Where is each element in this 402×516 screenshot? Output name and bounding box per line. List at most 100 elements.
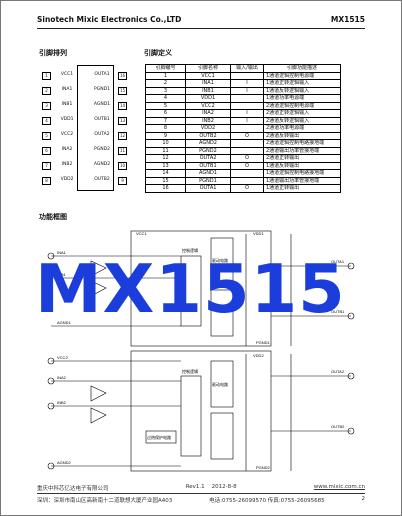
table-cell: 13 — [145, 161, 186, 170]
table-cell: OUTA2 — [185, 154, 231, 163]
table-cell: I — [230, 86, 264, 95]
channel1-box — [130, 230, 272, 347]
pin-number: 3 — [42, 102, 51, 110]
pin-right: 12 OUTA2 — [94, 131, 152, 140]
label-ina2: INA2 — [57, 375, 67, 380]
pin-number: 6 — [42, 147, 51, 155]
pin-label: PGND2 — [94, 147, 110, 152]
table-cell: 10 — [145, 139, 186, 148]
table-cell: 2通道逻辑控制电源端 — [263, 101, 341, 110]
table-cell: 5 — [145, 101, 186, 110]
page-number: 2 — [361, 496, 366, 502]
label-inb2: INB2 — [57, 400, 67, 405]
label-outb2: OUTB2 — [331, 424, 345, 429]
label-agnd1: AGND1 — [57, 320, 72, 325]
table-cell: 1通道反转输出 — [263, 161, 341, 170]
pin-number: 12 — [118, 132, 127, 140]
pin-label: VDD2 — [60, 177, 74, 182]
table-cell: 6 — [145, 109, 186, 118]
drive1b-block — [210, 289, 234, 337]
table-cell: AGND2 — [185, 139, 231, 148]
table-cell — [230, 94, 264, 103]
pin-label: INA2 — [61, 147, 73, 152]
pin-left: 6 INA2 — [37, 146, 77, 155]
label-logic2: 控制逻辑 — [182, 368, 198, 374]
table-cell: 1 — [145, 71, 186, 80]
table-cell — [230, 176, 264, 185]
pin-label: VCC2 — [60, 132, 74, 137]
pin-number: 7 — [42, 162, 51, 170]
pin-number: 1 — [42, 72, 51, 80]
pin-number: 4 — [42, 117, 51, 125]
table-cell: 1通道功率电源端 — [263, 94, 341, 103]
table-cell: OUTA1 — [185, 184, 231, 193]
table-cell: 1通道输出功率管接地端 — [263, 176, 341, 185]
company-name: Sinotech Mixic Electronics Co.,LTD — [37, 15, 182, 24]
table-cell: INB1 — [185, 86, 231, 95]
table-cell: 1通道正转逻辑输入 — [263, 79, 341, 88]
table-cell: AGND1 — [185, 169, 231, 178]
table-header: 引脚功能描述 — [263, 64, 341, 73]
label-agnd2: AGND2 — [57, 460, 72, 465]
ic-package-outline — [77, 65, 114, 191]
table-cell: 2通道逻辑控制电路接地端 — [263, 139, 341, 148]
drive1-block — [210, 237, 234, 285]
table-cell: PGND2 — [185, 146, 231, 155]
label-drive1: 驱动电路 — [212, 257, 228, 263]
pin-number: 14 — [118, 102, 127, 110]
footer-tel: 电话:0755-26099570 传真:0755-26095685 — [209, 498, 325, 504]
table-cell: O — [230, 161, 264, 170]
table-cell: I — [230, 79, 264, 88]
pin-label: OUTA1 — [94, 72, 110, 77]
label-inb1: INB1 — [57, 272, 67, 277]
table-cell: 1通道逻辑控制电路接地端 — [263, 169, 341, 178]
label-ina1: INA1 — [57, 250, 67, 255]
footer-url[interactable]: www.mixic.com.cn — [313, 484, 365, 490]
label-vcc2: VCC2 — [57, 355, 68, 360]
table-cell — [230, 124, 264, 133]
label-drive2: 驱动电路 — [212, 381, 228, 387]
pin-label: AGND2 — [93, 162, 111, 167]
table-cell: 11 — [145, 146, 186, 155]
pin-label: OUTB1 — [94, 117, 110, 122]
pin-label: INA1 — [61, 87, 73, 92]
channel2-box — [130, 350, 272, 472]
pin-number: 16 — [118, 72, 127, 80]
table-cell: 3 — [145, 86, 186, 95]
table-cell — [230, 139, 264, 148]
pin-label: AGND1 — [93, 102, 111, 107]
table-cell: INB2 — [185, 116, 231, 125]
footer-rev: Rev1.1 — [185, 484, 205, 490]
table-cell: 2 — [145, 79, 186, 88]
table-cell: PGND1 — [185, 176, 231, 185]
table-cell: I — [230, 116, 264, 125]
footer-line-2: 深圳：深圳市南山区高新南十二道联想大厦产业园A403 电话:0755-26099… — [37, 496, 365, 504]
pin-number: 9 — [118, 177, 127, 185]
table-cell: VDD2 — [185, 124, 231, 133]
pin-label: OUTA2 — [94, 132, 110, 137]
table-cell: O — [230, 154, 264, 163]
table-cell: 2通道反转逻辑输入 — [263, 116, 341, 125]
table-cell: 1通道逻辑控制电源端 — [263, 71, 341, 80]
label-pgnd1: PGND1 — [256, 340, 271, 345]
table-cell: 2通道正转逻辑输入 — [263, 109, 341, 118]
footer-rule — [37, 493, 365, 494]
table-cell: INA2 — [185, 109, 231, 118]
footer-address: 深圳：深圳市南山区高新南十二道联想大厦产业园A403 — [37, 498, 173, 504]
table-cell — [230, 101, 264, 110]
label-protect: 过热保护电路 — [147, 434, 171, 440]
